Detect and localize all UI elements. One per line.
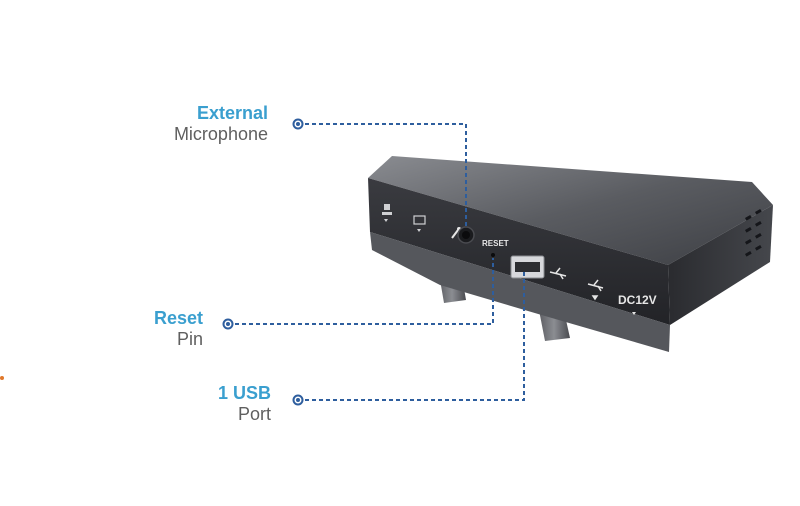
device-top <box>368 156 773 265</box>
usb-port-title: 1 USB <box>217 383 271 403</box>
vent-grille <box>745 209 762 257</box>
external-microphone-subtitle: Microphone <box>173 123 268 144</box>
ethernet-icon <box>382 204 392 222</box>
device-body: RESET DC12V <box>368 156 773 352</box>
hdmi-icon <box>413 215 426 232</box>
callout-external-microphone: External Microphone <box>174 103 268 144</box>
usb-port <box>510 255 545 279</box>
usb-icon <box>587 279 604 301</box>
reset-label: RESET <box>482 239 509 248</box>
leader-reset-pin <box>228 258 494 325</box>
leader-lines <box>228 123 525 401</box>
callout-usb-port: 1 USB Port <box>218 383 271 424</box>
dc-power-label: DC12V <box>618 293 657 307</box>
reset-pinhole <box>491 253 495 257</box>
device-front-face <box>368 178 670 325</box>
orange-marker-dot <box>0 376 4 380</box>
external-microphone-title: External <box>196 103 268 123</box>
callout-reset-pin: Reset Pin <box>154 308 203 349</box>
reset-pin-title: Reset <box>153 308 203 328</box>
reset-pin-subtitle: Pin <box>176 328 203 349</box>
leader-external-microphone <box>298 123 467 226</box>
usb-port-subtitle: Port <box>237 403 271 424</box>
leader-dots <box>222 118 304 406</box>
leader-usb-port <box>298 270 525 401</box>
device-right-side <box>668 205 773 325</box>
audio-jack <box>457 226 475 244</box>
usb-icon <box>549 267 567 280</box>
